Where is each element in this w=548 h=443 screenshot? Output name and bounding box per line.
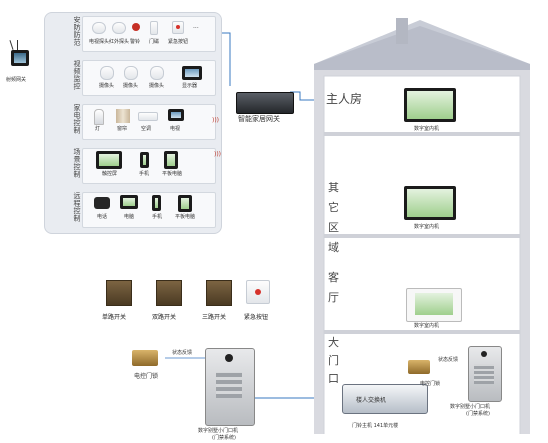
alarm-bell-icon — [132, 23, 140, 31]
row3-dev1: 灯 — [95, 126, 101, 132]
single-switch — [106, 280, 132, 306]
emergency-button — [246, 280, 270, 304]
feedback-left-label: 状态反馈 — [172, 350, 193, 356]
curtain-icon — [116, 109, 130, 123]
feedback-right-label: 状态反馈 — [438, 357, 459, 363]
indoor-monitor-2 — [404, 186, 456, 220]
camera-lens-right-icon — [481, 351, 487, 357]
lock-right-label: 电控门锁 — [420, 381, 441, 387]
row-category-2: 视频监控 — [73, 60, 81, 90]
computer-icon — [120, 195, 138, 209]
door-panel-right-label: 数字别墅小门口机 — [450, 404, 491, 410]
row-category-3: 家电控制 — [73, 104, 81, 134]
row3-dev2: 窗帘 — [117, 126, 128, 132]
row-category-4: 场景控制 — [73, 148, 81, 178]
television-icon — [168, 109, 184, 121]
row2-dev3: 摄像头 — [149, 83, 165, 89]
camera-icon-1 — [100, 66, 114, 80]
room-entrance: 大门口 — [328, 336, 339, 385]
keypad-left — [216, 372, 242, 398]
monitor-2-label: 数字室内机 — [414, 224, 440, 230]
rf-gateway-device — [9, 40, 29, 72]
display-monitor-icon — [182, 66, 202, 80]
gateway-label: 智能家居网关 — [238, 115, 280, 123]
tablet-icon — [164, 151, 178, 169]
rf-gateway-label: 射频网关 — [6, 77, 27, 83]
row1-dev2: 红外探头 — [109, 39, 130, 45]
smoke-detector-icon — [92, 22, 106, 34]
row1-dev6: ... — [193, 23, 199, 30]
antenna-icon — [9, 40, 14, 50]
infrared-sensor-icon — [112, 22, 126, 34]
switch-label-3: 三路开关 — [202, 314, 227, 321]
camera-icon-3 — [150, 66, 164, 80]
wireless-icon-1: ))) — [212, 117, 220, 124]
indoor-monitor-3 — [406, 288, 462, 322]
row5-dev4: 平板电脑 — [175, 214, 196, 220]
indoor-monitor-1 — [404, 88, 456, 122]
row-category-1: 安防防范 — [73, 16, 81, 46]
monitor-1-label: 数字室内机 — [414, 126, 440, 132]
mobile-phone-icon — [152, 195, 161, 211]
door-panel-right-sub: (门禁系统) — [466, 411, 490, 417]
lock-left-label: 电控门锁 — [134, 373, 159, 380]
double-switch — [156, 280, 182, 306]
row4-dev1: 触控屏 — [102, 171, 118, 177]
touch-screen-icon — [96, 151, 122, 169]
row1-dev5: 紧急按钮 — [168, 39, 189, 45]
camera-lens-left-icon — [225, 354, 233, 362]
row3-dev4: 电视 — [170, 126, 181, 132]
room-living: 客厅 — [328, 271, 339, 304]
door-contact-icon — [150, 21, 158, 35]
row2-dev1: 摄像头 — [99, 83, 115, 89]
row3-dev3: 空调 — [141, 126, 152, 132]
antenna-icon-2 — [17, 40, 18, 50]
building-switch — [342, 384, 428, 414]
room-master: 主人房 — [326, 92, 363, 106]
room-other: 其它区域 — [328, 181, 339, 254]
switch-subtitle: 门铃主机 141单元楼 — [352, 423, 399, 429]
wireless-icon-2: ))) — [214, 151, 222, 158]
row4-dev3: 平板电脑 — [162, 171, 183, 177]
telephone-icon — [94, 197, 110, 209]
tablet-pc-icon — [178, 195, 192, 212]
monitor-3-label: 数字室内机 — [414, 323, 440, 329]
switch-title: 楼人交换机 — [356, 397, 387, 404]
phone-icon — [140, 152, 149, 168]
switch-label-4: 紧急按钮 — [244, 314, 269, 321]
row-category-5: 远程控制 — [73, 192, 81, 222]
row1-dev3: 警铃 — [130, 39, 141, 45]
rf-gateway-screen — [11, 50, 29, 66]
row1-dev1: 电视探头 — [89, 39, 110, 45]
row5-dev2: 电脑 — [124, 214, 135, 220]
row5-dev1: 电话 — [97, 214, 108, 220]
electric-lock-right — [408, 360, 430, 374]
row4-dev2: 手机 — [139, 171, 150, 177]
row1-dev4: 门磁 — [149, 39, 160, 45]
row2-dev2: 摄像头 — [123, 83, 139, 89]
keypad-right — [474, 364, 494, 384]
camera-icon-2 — [124, 66, 138, 80]
triple-switch — [206, 280, 232, 306]
row2-dev4: 显示器 — [182, 83, 198, 89]
air-conditioner-icon — [138, 112, 158, 121]
lamp-icon — [94, 109, 104, 125]
smart-home-gateway — [236, 92, 294, 114]
door-panel-left-sub: (门禁系统) — [212, 435, 236, 441]
switch-label-1: 单路开关 — [102, 314, 127, 321]
row5-dev3: 手机 — [152, 214, 163, 220]
door-panel-left-label: 数字别墅小门口机 — [198, 428, 239, 434]
panel-row-3 — [82, 104, 216, 140]
electric-lock-left — [132, 350, 158, 366]
panel-row-1 — [82, 16, 216, 52]
switch-label-2: 双路开关 — [152, 314, 177, 321]
emergency-button-icon — [172, 21, 184, 34]
